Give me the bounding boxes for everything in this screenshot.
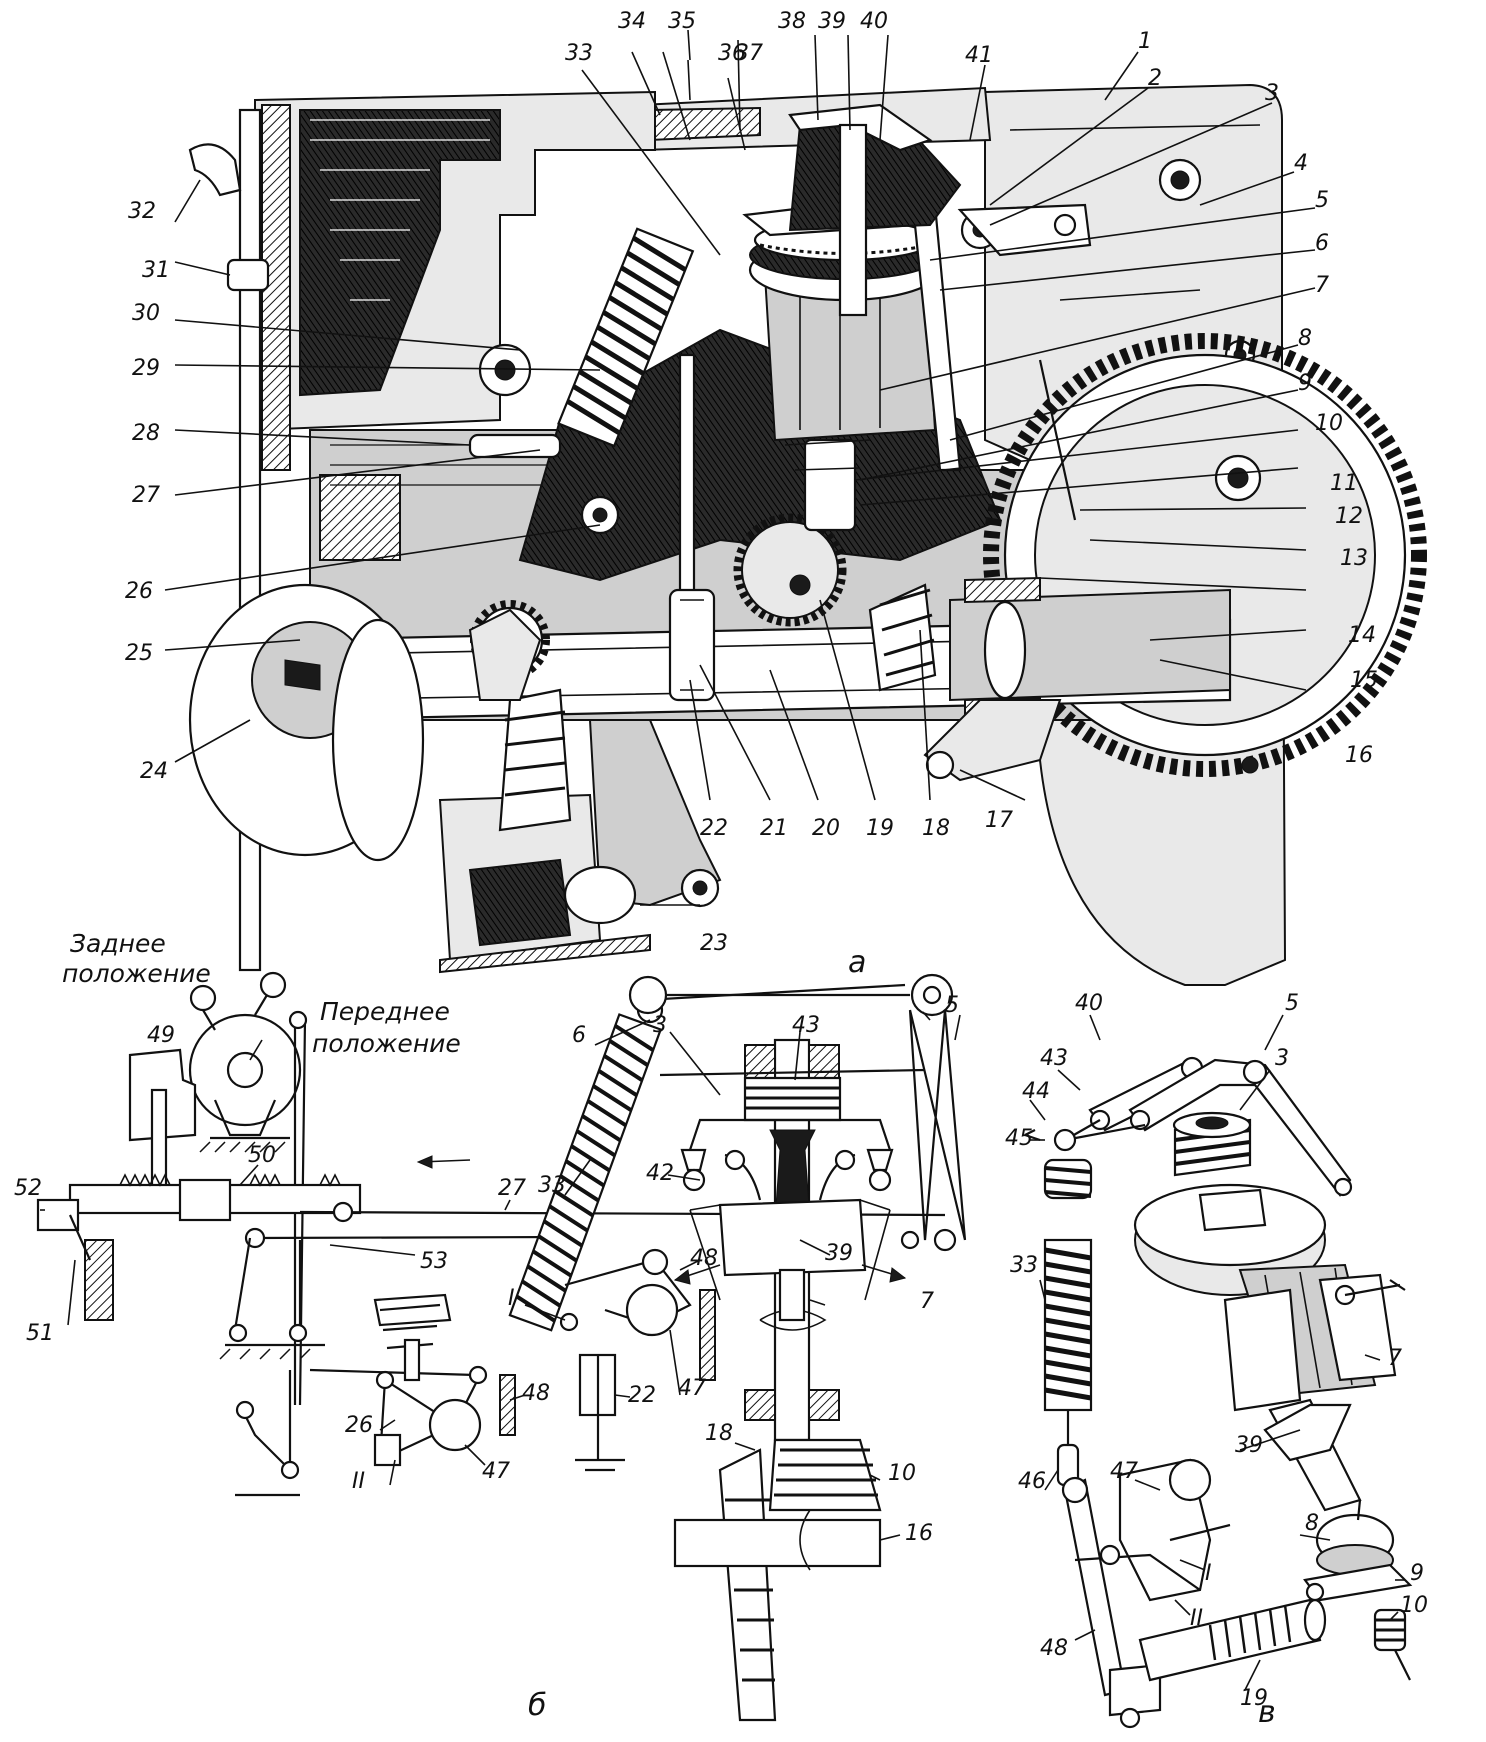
callout-b-10: 10 [888,1461,916,1486]
callout-c-45: 45 [1005,1126,1033,1151]
callout-c-19: 19 [1240,1686,1268,1711]
callout-a-14: 14 [1348,623,1376,648]
callout-b-18: 18 [705,1421,733,1446]
callout-a-38: 38 [778,9,806,34]
callout-b-47: 47 [678,1376,706,1401]
callout-c-II: II [1190,1606,1203,1631]
callout-b-50: 50 [248,1143,276,1168]
callout-b-33: 33 [538,1173,566,1198]
callout-a-22: 22 [700,816,728,841]
callout-c-I: I [1205,1561,1212,1586]
callout-b-52: 52 [14,1176,42,1201]
callout-a-8: 8 [1298,326,1312,351]
callout-b-22: 22 [628,1383,656,1408]
callout-b-3: 3 [653,1013,667,1038]
figure-b-schematic [36,971,967,1722]
callout-a-28: 28 [132,421,160,446]
callout-c-33: 33 [1010,1253,1038,1278]
callout-a-10: 10 [1315,411,1343,436]
callout-a-30: 30 [132,301,160,326]
callout-b-26: 26 [345,1413,373,1438]
callout-a-40: 40 [860,9,888,34]
callout-a-24: 24 [140,759,168,784]
callout-a-26: 26 [125,579,153,604]
callout-a-16: 16 [1345,743,1373,768]
callout-c-7: 7 [1388,1346,1402,1371]
callout-b-7: 7 [920,1289,934,1314]
callout-a-1: 1 [1138,29,1152,54]
callout-a-11: 11 [1330,471,1358,496]
callout-c-39: 39 [1235,1433,1263,1458]
callout-a-18: 18 [922,816,950,841]
callout-b-51: 51 [26,1321,54,1346]
callout-b-16: 16 [905,1521,933,1546]
callout-a-9: 9 [1298,371,1312,396]
callout-a-35: 35 [668,9,696,34]
callout-a-39: 39 [818,9,846,34]
callout-a-7: 7 [1315,273,1329,298]
callout-a-6: 6 [1315,231,1329,256]
callout-b-I: I [508,1286,515,1311]
callout-a-21: 21 [760,816,788,841]
callout-a-4: 4 [1294,151,1308,176]
figure-a-callouts: 1 2 3 4 5 6 7 8 9 10 11 12 13 14 15 16 1… [125,9,1378,980]
callout-a-37: 37 [735,41,763,66]
callout-a-31: 31 [142,258,170,283]
callout-c-8: 8 [1305,1511,1319,1536]
callout-c-9: 9 [1410,1561,1424,1586]
figure-c-labels: 40 5 43 44 45 3 33 7 39 46 47 I II 48 19… [1005,991,1428,1730]
callout-a-34: 34 [618,9,646,34]
callout-a-12: 12 [1335,504,1363,529]
rear-position-line-1: Заднее [70,929,166,958]
callout-b-6: 6 [572,1023,586,1048]
callout-a-19: 19 [866,816,894,841]
callout-a-41: 41 [965,43,993,68]
callout-c-46: 46 [1018,1469,1046,1494]
callout-b-53: 53 [420,1249,448,1274]
callout-c-3: 3 [1275,1046,1289,1071]
figure-a-cutaway-drawing [164,29,1427,986]
callout-b-27: 27 [498,1176,526,1201]
callout-b-39: 39 [825,1241,853,1266]
rear-position-line-2: положение [62,959,211,988]
callout-c-44: 44 [1022,1079,1050,1104]
callout-c-40: 40 [1075,991,1103,1016]
caption-c: в [1258,1695,1276,1730]
callout-a-20: 20 [812,816,840,841]
callout-c-48: 48 [1040,1636,1068,1661]
callout-a-13: 13 [1340,546,1368,571]
callout-a-5: 5 [1315,188,1329,213]
callout-b-48b: 48 [522,1381,550,1406]
callout-c-47: 47 [1110,1459,1138,1484]
callout-b-II: II [352,1469,365,1494]
callout-b-49: 49 [147,1023,175,1048]
front-position-line-2: положение [312,1029,461,1058]
callout-b-42: 42 [646,1161,674,1186]
callout-a-17: 17 [985,808,1013,833]
callout-a-23: 23 [700,931,728,956]
callout-c-43: 43 [1040,1046,1068,1071]
figure-c-exploded-view [1024,1014,1413,1729]
callout-a-32: 32 [128,199,156,224]
callout-b-47b: 47 [482,1459,510,1484]
callout-c-5: 5 [1285,991,1299,1016]
callout-a-27: 27 [132,483,160,508]
front-position-line-1: Переднее [320,997,450,1026]
callout-b-5: 5 [945,993,959,1018]
callout-a-3: 3 [1265,81,1279,106]
callout-a-36: 36 [718,41,746,66]
caption-a: а [848,945,866,980]
callout-a-33: 33 [565,41,593,66]
callout-c-10: 10 [1400,1593,1428,1618]
callout-a-29: 29 [132,356,160,381]
callout-a-15: 15 [1350,668,1378,693]
callout-b-43: 43 [792,1013,820,1038]
callout-a-2: 2 [1148,66,1162,91]
callout-b-48: 48 [690,1246,718,1271]
callout-a-25: 25 [125,641,153,666]
figure-b-labels: Заднее положение Переднее положение 3 43… [14,929,959,1723]
caption-b: б [528,1688,547,1723]
